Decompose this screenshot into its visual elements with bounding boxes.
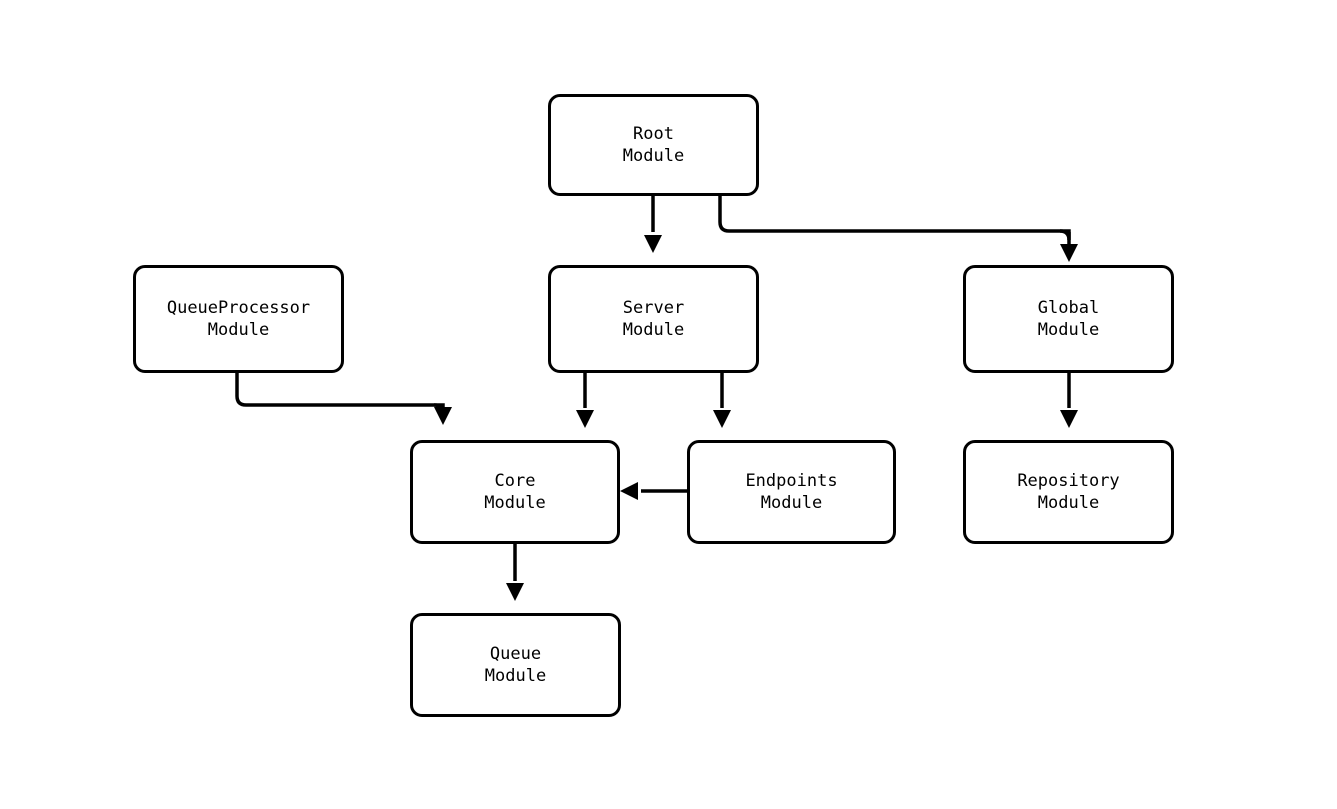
node-core-module-line1: Core [494,471,536,491]
node-global-module[interactable]: Global Module [963,265,1174,373]
edge-queueprocessor-to-core [235,373,452,425]
node-root-module-line2: Module [622,146,685,166]
node-global-module-line2: Module [1037,320,1100,340]
node-queueprocessor-module[interactable]: QueueProcessor Module [133,265,344,373]
node-repository-module[interactable]: Repository Module [963,440,1174,544]
node-repository-module-line1: Repository [1017,471,1120,491]
node-endpoints-module-line1: Endpoints [745,471,838,491]
edge-root-to-global [718,196,1078,262]
edge-endpoints-to-core [620,482,687,500]
node-endpoints-module[interactable]: Endpoints Module [687,440,896,544]
edge-root-to-server [644,196,662,253]
node-queue-module-line1: Queue [489,644,542,664]
node-queueprocessor-module-line1: QueueProcessor [166,298,311,318]
node-queue-module-line2: Module [484,666,547,686]
edge-core-to-queue [506,544,524,601]
node-core-module-line2: Module [484,493,546,513]
node-global-module-line1: Global [1037,298,1100,318]
node-queueprocessor-module-line2: Module [207,320,270,340]
node-endpoints-module-line2: Module [760,493,823,513]
node-root-module[interactable]: Root Module [548,94,759,196]
node-server-module-line2: Module [622,320,685,340]
node-server-module[interactable]: Server Module [548,265,759,373]
edge-global-to-repository [1060,373,1078,428]
node-core-module[interactable]: Core Module [410,440,620,544]
node-repository-module-line2: Module [1037,493,1100,513]
node-server-module-line1: Server [622,298,685,318]
node-root-module-line1: Root [633,124,674,144]
node-queue-module[interactable]: Queue Module [410,613,621,717]
edge-server-to-core [576,373,594,428]
edge-server-to-endpoints [713,373,731,428]
